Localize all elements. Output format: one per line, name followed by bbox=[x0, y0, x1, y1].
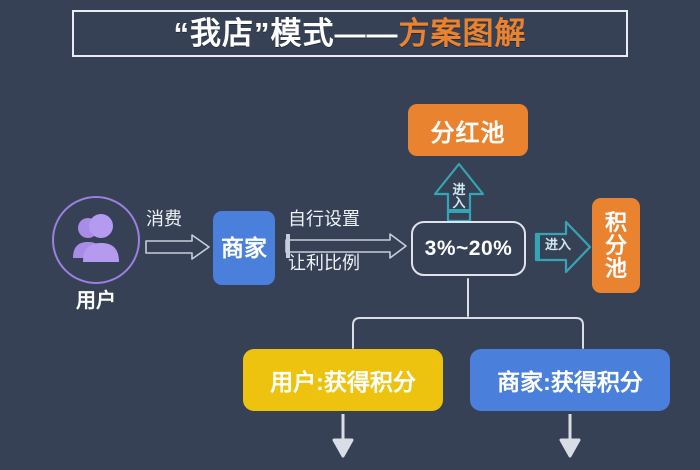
user-avatar-ring bbox=[52, 196, 140, 284]
arrow-consume-icon bbox=[145, 234, 210, 260]
node-points-pool-char3: 池 bbox=[604, 256, 627, 282]
node-merchant-earns-points[interactable]: 商家:获得积分 bbox=[470, 349, 670, 411]
edge-label-consume: 消费 bbox=[146, 209, 182, 229]
node-points-pool-chars: 积分池 bbox=[604, 209, 628, 282]
node-user: 用户 bbox=[48, 196, 144, 312]
arrow-label-enter-right: 进入 bbox=[545, 237, 572, 252]
branch-connector bbox=[352, 278, 584, 349]
user-group-icon bbox=[73, 214, 119, 262]
node-merchant[interactable]: 商家 bbox=[213, 211, 275, 285]
arrow-label-enter-up-char2: 入 bbox=[452, 195, 466, 210]
title-accent-part: 方案图解 bbox=[398, 16, 527, 51]
edge-label-set-rate-line2: 让利比例 bbox=[288, 253, 360, 273]
node-points-pool-char1: 积 bbox=[604, 209, 627, 235]
arrow-label-enter-up: 进 入 bbox=[452, 183, 466, 209]
arrow-merchant-points-out-icon bbox=[559, 414, 581, 458]
node-user-label: 用户 bbox=[76, 290, 116, 312]
edge-label-set-rate-line1: 自行设置 bbox=[288, 209, 360, 229]
arrow-user-points-out-icon bbox=[332, 414, 354, 458]
node-percent-range[interactable]: 3%~20% bbox=[411, 221, 526, 276]
node-dividend-pool[interactable]: 分红池 bbox=[408, 104, 528, 156]
title-frame: “我店”模式——方案图解 bbox=[72, 10, 628, 57]
node-points-pool[interactable]: 积分池 bbox=[592, 198, 640, 293]
title-plain-part: “我店”模式—— bbox=[173, 16, 399, 51]
page-title: “我店”模式——方案图解 bbox=[174, 18, 527, 49]
node-points-pool-char2: 分 bbox=[604, 232, 627, 258]
arrow-label-enter-up-char1: 进 bbox=[452, 182, 466, 197]
node-user-earns-points[interactable]: 用户:获得积分 bbox=[243, 349, 443, 411]
